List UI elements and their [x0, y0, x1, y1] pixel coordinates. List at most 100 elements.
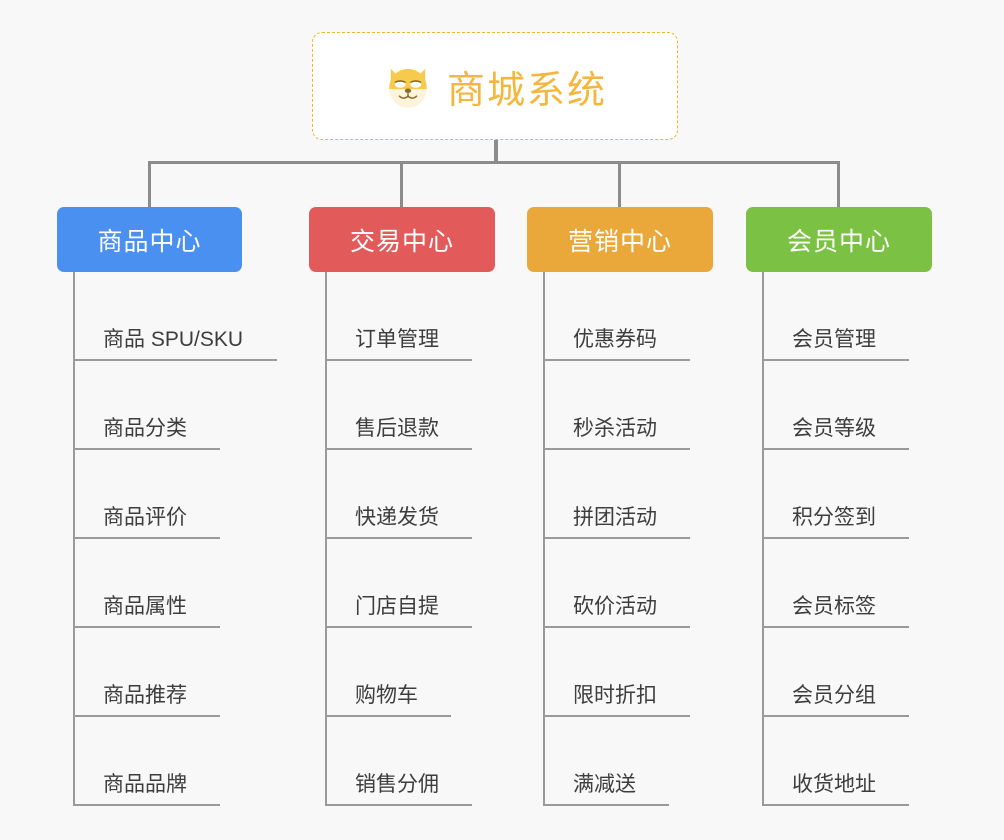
leaf-item[interactable]: 优惠券码	[527, 272, 713, 361]
leaf-rule	[73, 804, 220, 806]
leaf-label: 购物车	[355, 684, 418, 707]
leaf-item[interactable]: 积分签到	[746, 450, 932, 539]
leaf-label: 会员管理	[792, 328, 876, 351]
leaf-label: 门店自提	[355, 595, 439, 618]
leaf-label: 商品品牌	[103, 773, 187, 796]
leaf-label: 会员等级	[792, 417, 876, 440]
leaf-item[interactable]: 会员标签	[746, 539, 932, 628]
leaf-item[interactable]: 购物车	[309, 628, 495, 717]
leaf-item[interactable]: 会员管理	[746, 272, 932, 361]
leaf-rule	[325, 715, 451, 717]
leaf-label: 积分签到	[792, 506, 876, 529]
leaf-label: 订单管理	[355, 328, 439, 351]
leaf-label: 会员标签	[792, 595, 876, 618]
leaf-rule	[73, 715, 220, 717]
leaf-rule	[543, 448, 690, 450]
branch-header-label-1: 交易中心	[349, 227, 454, 256]
leaf-item[interactable]: 砍价活动	[527, 539, 713, 628]
branch-header-0[interactable]: 商品中心	[57, 207, 242, 272]
leaf-rule	[325, 448, 472, 450]
leaf-rule	[73, 448, 220, 450]
branch-spine-0	[73, 272, 75, 806]
branch-column-marketing-center: 营销中心 优惠券码 秒杀活动 拼团活动 砍价活动 限时折扣	[527, 207, 713, 806]
leaf-item[interactable]: 销售分佣	[309, 717, 495, 806]
branch-header-2[interactable]: 营销中心	[527, 207, 713, 272]
leaf-label: 快递发货	[355, 506, 439, 529]
leaf-rule	[762, 626, 909, 628]
leaf-rule	[73, 359, 277, 361]
leaf-rule	[543, 626, 690, 628]
dog-face-icon	[383, 61, 433, 111]
leaf-rule	[73, 537, 220, 539]
leaf-item[interactable]: 限时折扣	[527, 628, 713, 717]
leaf-rule	[762, 804, 909, 806]
leaf-label: 拼团活动	[573, 506, 657, 529]
branch-header-label-2: 营销中心	[567, 227, 672, 256]
root-node[interactable]: 商城系统	[312, 32, 678, 140]
leaf-rule	[325, 626, 472, 628]
leaf-item[interactable]: 商品推荐	[57, 628, 277, 717]
leaf-rule	[325, 804, 472, 806]
leaf-rule	[762, 359, 909, 361]
branch-spine-1	[325, 272, 327, 806]
leaf-label: 商品分类	[103, 417, 187, 440]
drop-connector-1	[400, 161, 403, 208]
leaf-label: 限时折扣	[573, 684, 657, 707]
leaf-label: 秒杀活动	[573, 417, 657, 440]
leaf-rule	[543, 537, 690, 539]
branch-spine-3	[762, 272, 764, 806]
leaf-item[interactable]: 门店自提	[309, 539, 495, 628]
leaf-rule	[762, 448, 909, 450]
leaf-label: 收货地址	[792, 773, 876, 796]
leaf-item[interactable]: 商品分类	[57, 361, 277, 450]
leaf-label: 商品评价	[103, 506, 187, 529]
leaf-item[interactable]: 秒杀活动	[527, 361, 713, 450]
leaf-label: 销售分佣	[355, 773, 439, 796]
branch-spine-2	[543, 272, 545, 806]
leaf-rule	[325, 537, 472, 539]
branch-header-1[interactable]: 交易中心	[309, 207, 495, 272]
leaf-item[interactable]: 商品 SPU/SKU	[57, 272, 277, 361]
leaf-item[interactable]: 收货地址	[746, 717, 932, 806]
leaf-rule	[73, 626, 220, 628]
leaf-item[interactable]: 售后退款	[309, 361, 495, 450]
leaf-rule	[543, 804, 669, 806]
leaf-rule	[762, 537, 909, 539]
root-stem-connector	[494, 140, 498, 164]
leaf-label: 砍价活动	[573, 595, 657, 618]
branch-header-label-0: 商品中心	[97, 227, 202, 256]
horizontal-bus-connector	[148, 161, 840, 164]
leaf-item[interactable]: 会员分组	[746, 628, 932, 717]
leaf-label: 会员分组	[792, 684, 876, 707]
branch-column-trade-center: 交易中心 订单管理 售后退款 快递发货 门店自提 购物车	[309, 207, 495, 806]
branch-body-3: 会员管理 会员等级 积分签到 会员标签 会员分组 收货地址	[746, 272, 932, 806]
drop-connector-0	[148, 161, 151, 208]
leaf-item[interactable]: 满减送	[527, 717, 713, 806]
leaf-label: 商品属性	[103, 595, 187, 618]
leaf-rule	[543, 359, 690, 361]
leaf-rule	[543, 715, 690, 717]
drop-connector-3	[837, 161, 840, 208]
leaf-label: 售后退款	[355, 417, 439, 440]
leaf-label: 商品推荐	[103, 684, 187, 707]
leaf-item[interactable]: 订单管理	[309, 272, 495, 361]
branch-body-2: 优惠券码 秒杀活动 拼团活动 砍价活动 限时折扣 满减送	[527, 272, 713, 806]
drop-connector-2	[618, 161, 621, 208]
branch-body-1: 订单管理 售后退款 快递发货 门店自提 购物车 销售分佣	[309, 272, 495, 806]
branch-header-3[interactable]: 会员中心	[746, 207, 932, 272]
root-title: 商城系统	[446, 69, 607, 112]
leaf-item[interactable]: 拼团活动	[527, 450, 713, 539]
leaf-item[interactable]: 快递发货	[309, 450, 495, 539]
branch-body-0: 商品 SPU/SKU 商品分类 商品评价 商品属性 商品推荐 商品品牌	[57, 272, 277, 806]
leaf-label: 满减送	[573, 773, 636, 796]
leaf-item[interactable]: 会员等级	[746, 361, 932, 450]
branch-column-member-center: 会员中心 会员管理 会员等级 积分签到 会员标签 会员分组	[746, 207, 932, 806]
leaf-rule	[762, 715, 909, 717]
leaf-label: 优惠券码	[573, 328, 657, 351]
leaf-item[interactable]: 商品品牌	[57, 717, 277, 806]
leaf-rule	[325, 359, 472, 361]
leaf-label: 商品 SPU/SKU	[103, 328, 244, 351]
leaf-item[interactable]: 商品属性	[57, 539, 277, 628]
leaf-item[interactable]: 商品评价	[57, 450, 277, 539]
